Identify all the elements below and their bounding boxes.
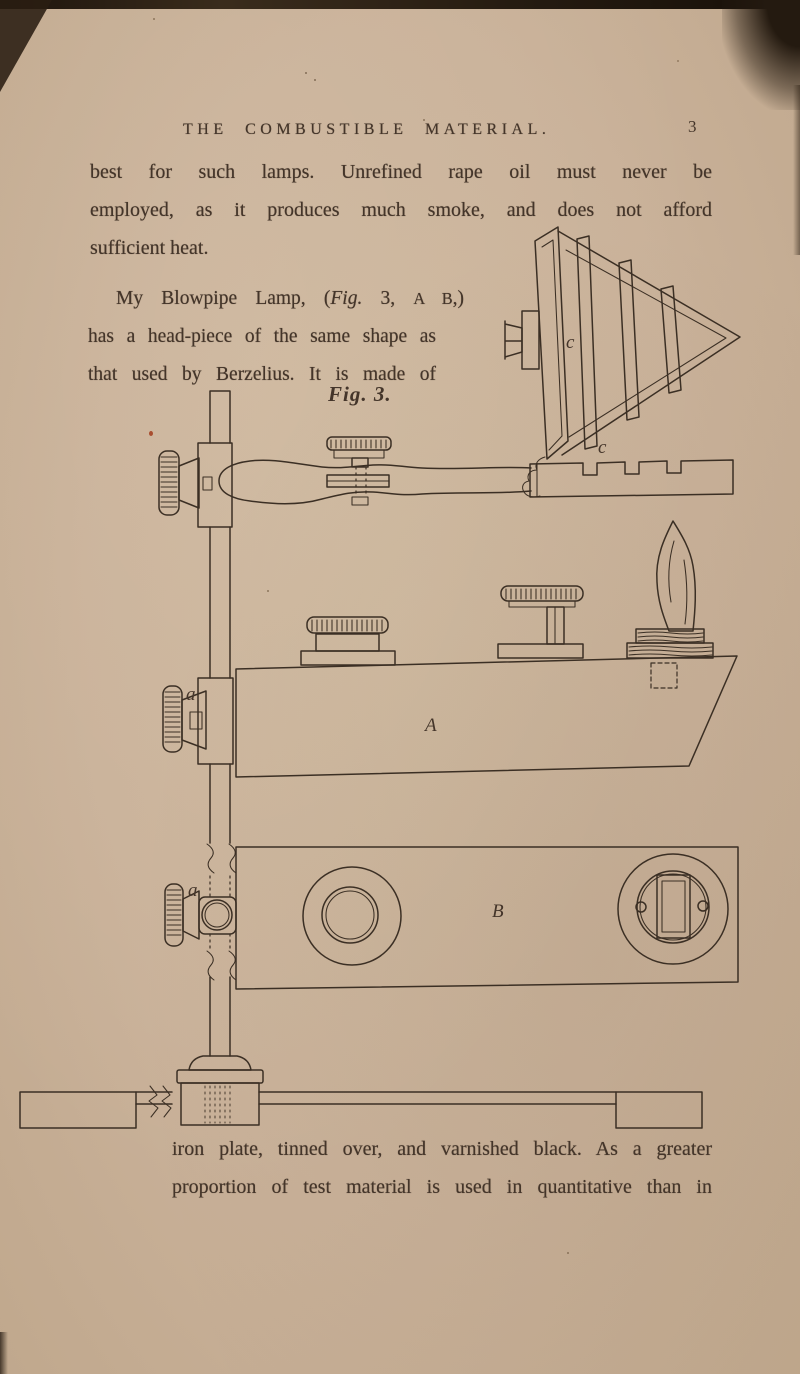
body-line: that used by Berzelius. It is made of xyxy=(88,364,436,385)
red-ink-speck xyxy=(149,431,153,436)
label-body-a: A xyxy=(423,715,437,736)
label-panel-b: B xyxy=(492,901,504,922)
rod-break-mark xyxy=(206,843,237,874)
bellows-slat xyxy=(576,235,598,450)
label-bellows-c: c xyxy=(566,332,575,353)
text-run: 3, xyxy=(362,288,414,309)
scan-edge-bottom-left xyxy=(0,1332,8,1374)
bellows-nozzle-mount xyxy=(521,310,540,370)
body-line: sufficient heat. xyxy=(90,237,209,259)
bellows-slat xyxy=(618,259,640,421)
mid-clamp xyxy=(197,677,234,765)
wick-holder-lower xyxy=(626,642,714,659)
page-title: THE COMBUSTIBLE MATERIAL. xyxy=(183,121,551,138)
label-clamp-a-mid: a xyxy=(186,684,196,705)
rod-mid xyxy=(209,526,231,679)
body-line: has a head-piece of the same shape as xyxy=(88,326,436,347)
bellows-slat xyxy=(660,285,682,394)
body-line: My Blowpipe Lamp, (Fig. 3, A B,) xyxy=(88,287,464,310)
wick-slot-outer xyxy=(656,874,691,939)
text-run: ,) xyxy=(452,288,464,309)
screw-hole xyxy=(697,900,709,912)
screw-hole xyxy=(635,901,647,913)
panel-outline xyxy=(235,846,739,990)
arm xyxy=(218,459,532,505)
body-line: iron plate, tinned over, and varnished b… xyxy=(172,1138,712,1160)
scan-edge-top-right xyxy=(722,0,800,110)
plate-left-block xyxy=(19,1091,137,1129)
rod-top xyxy=(209,390,231,444)
lamp-body-a xyxy=(235,520,738,778)
foot-flare xyxy=(188,1055,252,1071)
plate-break-mark xyxy=(148,1085,172,1118)
page-number: 3 xyxy=(688,117,697,136)
bellows xyxy=(504,226,741,498)
burner-cap-1-base xyxy=(300,650,396,666)
rod-bottom xyxy=(209,976,231,1057)
text-run-smallcaps: A B xyxy=(413,289,453,308)
body-line: best for such lamps. Unrefined rape oil … xyxy=(90,161,712,183)
paper-specks xyxy=(305,72,307,74)
bellows-nozzle xyxy=(504,320,523,360)
rod-break-mark xyxy=(206,950,237,981)
flame xyxy=(656,520,697,632)
stand xyxy=(158,390,264,1084)
burner-cap-1-neck xyxy=(315,633,380,652)
arm-assembly xyxy=(218,436,532,506)
text-run-italic: Fig. xyxy=(330,288,363,309)
text-run: My Blowpipe Lamp, ( xyxy=(116,288,331,309)
wick-slot-inner xyxy=(661,880,686,933)
panel-opening-ring xyxy=(302,866,402,966)
scan-edge-right xyxy=(793,85,800,255)
burner-mount-outer xyxy=(617,853,729,965)
upper-clamp xyxy=(197,442,233,528)
plate-right-block xyxy=(615,1091,703,1129)
burner-cap-2-base xyxy=(497,643,584,659)
scan-edge-top xyxy=(0,0,800,9)
iron-base-plate xyxy=(19,1082,703,1129)
thumbscrew-wheel xyxy=(158,450,180,516)
body-line: employed, as it produces much smoke, and… xyxy=(90,199,712,221)
oil-reservoir xyxy=(235,655,738,778)
ragged-join xyxy=(522,456,546,498)
base-panel-b xyxy=(235,846,739,990)
label-clamp-a-low: a xyxy=(188,880,198,901)
notched-bar xyxy=(529,459,734,498)
burner-cap-1-disc xyxy=(306,616,389,634)
figure-caption: Fig. 3. xyxy=(328,382,392,406)
body-line: proportion of test material is used in q… xyxy=(172,1176,712,1198)
foot-plinth xyxy=(176,1069,264,1084)
label-bar-c: c xyxy=(598,437,607,458)
knob-foot xyxy=(351,496,369,506)
wick-socket xyxy=(650,662,678,689)
knob-stem xyxy=(351,457,369,468)
